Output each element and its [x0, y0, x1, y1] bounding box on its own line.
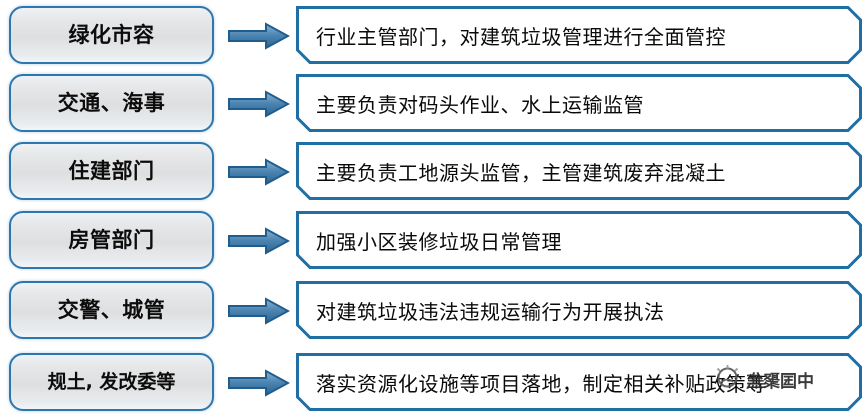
department-box[interactable]: 规土, 发改委等 [9, 353, 214, 411]
right-arrow-icon [228, 297, 290, 325]
department-label: 交通、海事 [57, 90, 166, 115]
responsibility-box[interactable]: 行业主管部门，对建筑垃圾管理进行全面管控 [296, 6, 862, 64]
flow-row: 交通、海事 主要负责对码头作业、水上运输监管 [0, 74, 868, 132]
responsibility-box[interactable]: 对建筑垃圾违法违规运输行为开展执法 [296, 281, 862, 339]
responsibility-box[interactable]: 加强小区装修垃圾日常管理 [296, 211, 862, 269]
responsibility-box[interactable]: 主要负责工地源头监管，主管建筑废弃混凝土 [296, 142, 862, 200]
right-arrow-icon [228, 369, 290, 397]
flow-row: 交警、城管 对建筑垃圾违法违规运输行为开展执法 [0, 281, 868, 339]
department-label: 绿化市容 [68, 22, 155, 47]
department-box[interactable]: 交警、城管 [9, 281, 214, 339]
department-label: 住建部门 [68, 158, 155, 183]
flow-row: 房管部门 加强小区装修垃圾日常管理 [0, 211, 868, 269]
department-box[interactable]: 房管部门 [9, 211, 214, 269]
right-arrow-icon [228, 158, 290, 186]
department-box[interactable]: 住建部门 [9, 142, 214, 200]
responsibility-label: 主要负责对码头作业、水上运输监管 [316, 92, 644, 117]
responsibility-box[interactable]: 主要负责对码头作业、水上运输监管 [296, 74, 862, 132]
right-arrow-icon [228, 22, 290, 50]
responsibility-label: 行业主管部门，对建筑垃圾管理进行全面管控 [316, 24, 726, 49]
flow-row: 绿化市容 行业主管部门，对建筑垃圾管理进行全面管控 [0, 6, 868, 64]
right-arrow-icon [228, 90, 290, 118]
right-arrow-icon [228, 227, 290, 255]
department-label: 交警、城管 [57, 297, 166, 322]
responsibility-box[interactable]: 落实资源化设施等项目落地，制定相关补贴政策等 [296, 353, 862, 411]
responsibility-label: 对建筑垃圾违法违规运输行为开展执法 [316, 299, 665, 324]
responsibility-label: 落实资源化设施等项目落地，制定相关补贴政策等 [316, 371, 767, 396]
responsibility-label: 主要负责工地源头监管，主管建筑废弃混凝土 [316, 160, 726, 185]
department-label: 房管部门 [68, 227, 155, 252]
flow-row: 规土, 发改委等 落实资源化设施等项目落地，制定相关补贴政策等 [0, 353, 868, 411]
flow-row: 住建部门 主要负责工地源头监管，主管建筑废弃混凝土 [0, 142, 868, 200]
department-box[interactable]: 交通、海事 [9, 74, 214, 132]
responsibility-label: 加强小区装修垃圾日常管理 [316, 229, 562, 254]
department-label: 规土, 发改委等 [47, 370, 176, 393]
department-box[interactable]: 绿化市容 [9, 6, 214, 64]
